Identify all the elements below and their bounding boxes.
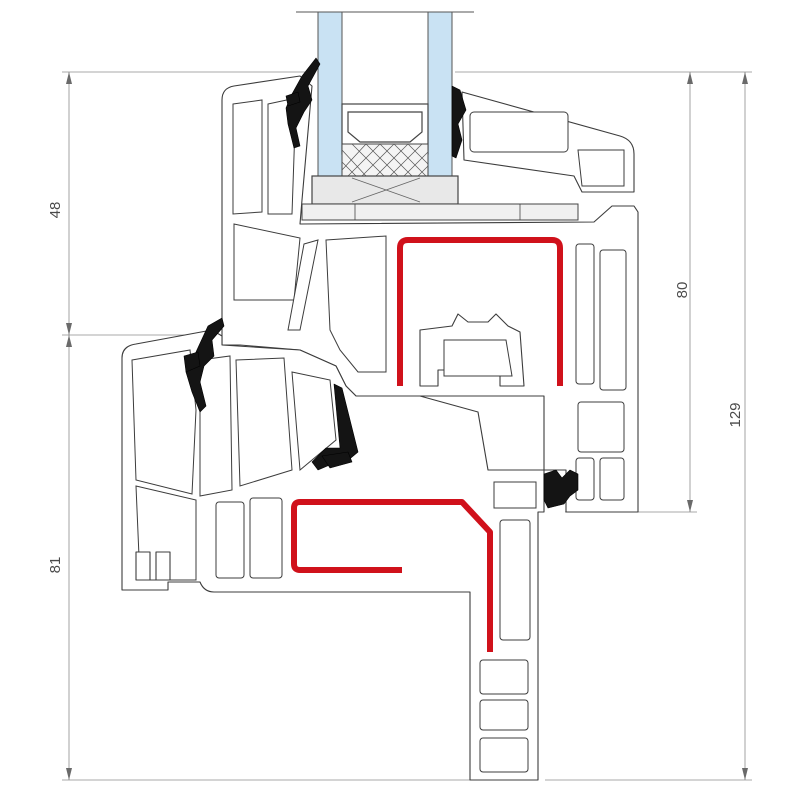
rebate-seal xyxy=(543,469,579,509)
dimension-label-sash-height: 80 xyxy=(674,282,691,299)
glazing-gasket-inner xyxy=(451,85,467,159)
glass-pane-inner xyxy=(427,11,453,179)
glass-pane-outer xyxy=(317,11,343,179)
secondary-sealant xyxy=(341,143,429,177)
dimension-label-frame-height: 81 xyxy=(47,557,64,574)
dimension-arrows xyxy=(66,72,748,780)
sash-steel-reinforcement xyxy=(397,237,563,386)
dimension-label-glazing-rebate: 48 xyxy=(47,202,64,219)
frame-steel-reinforcement xyxy=(291,499,493,652)
sash-profile xyxy=(221,75,639,513)
double-glazing-unit xyxy=(296,11,579,221)
bead-chamber xyxy=(469,111,569,153)
frame-profile xyxy=(121,329,545,781)
gaskets xyxy=(183,57,579,509)
dimension-lines xyxy=(62,71,752,781)
dimension-label-total-height: 129 xyxy=(727,402,744,427)
glazing-gasket-outer xyxy=(285,57,321,149)
